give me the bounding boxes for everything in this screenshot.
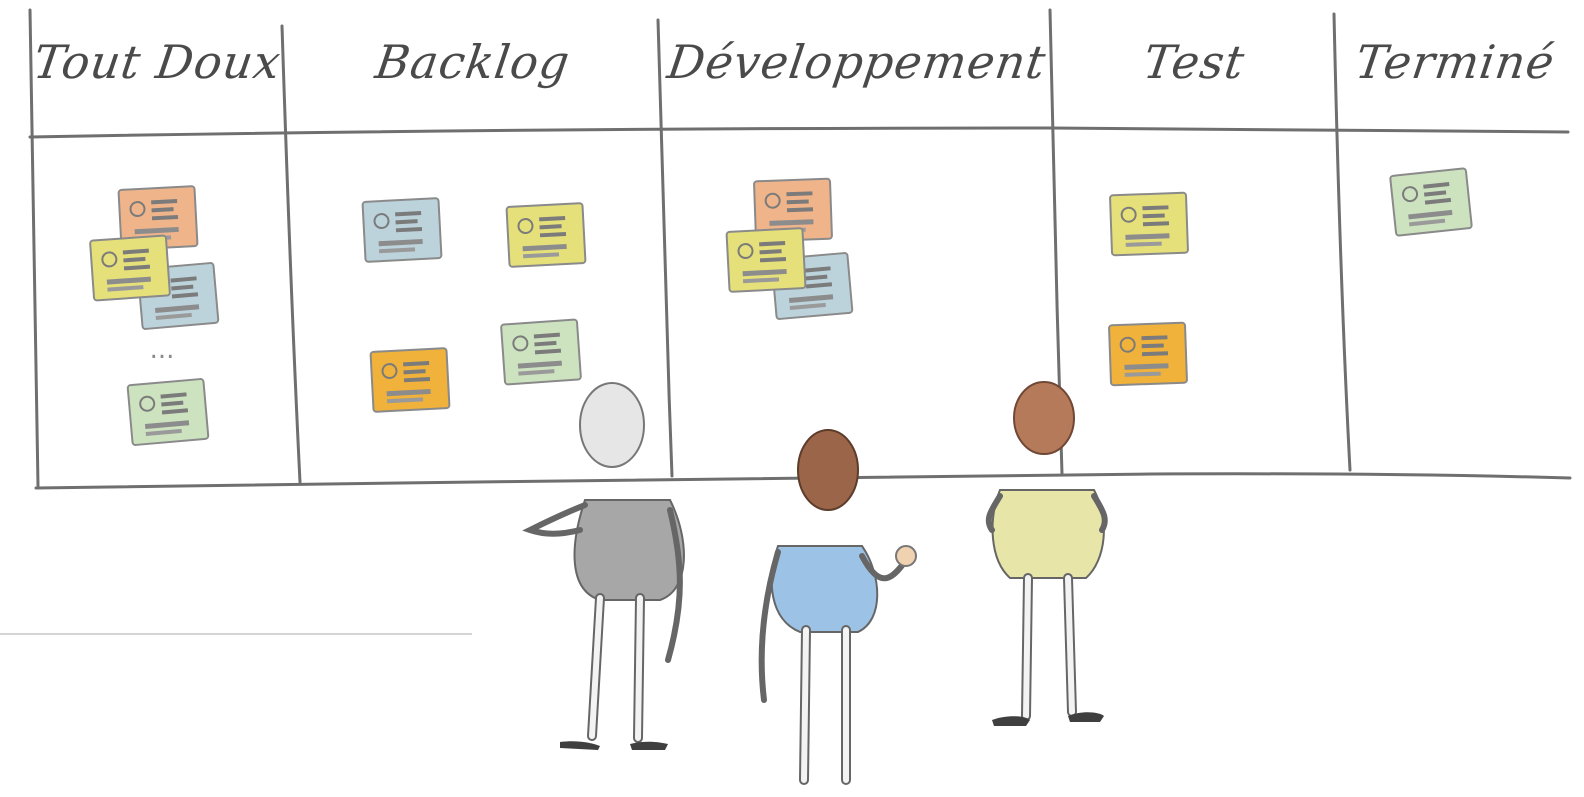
person-grey — [522, 382, 685, 750]
column-title-backlog: Backlog — [288, 22, 658, 102]
card[interactable] — [1108, 191, 1190, 257]
column-title-developpement: Développement — [664, 22, 1050, 102]
board-header-line — [28, 126, 1570, 139]
card[interactable] — [505, 202, 587, 268]
divider-2 — [656, 18, 674, 478]
card[interactable] — [361, 197, 443, 263]
column-title-tout-doux: Tout Doux — [29, 22, 285, 102]
divider-1 — [280, 24, 302, 484]
card[interactable] — [126, 377, 210, 447]
card[interactable] — [1107, 321, 1189, 387]
column-title-termine: Terminé — [1338, 22, 1572, 102]
card[interactable] — [499, 318, 583, 386]
column-title-text: Développement — [664, 35, 1050, 89]
board-frame — [28, 8, 1572, 490]
board-left-line — [28, 8, 40, 488]
ellipsis-text: ... — [150, 335, 175, 365]
column-title-text: Terminé — [1351, 35, 1559, 89]
card[interactable] — [369, 347, 451, 413]
board-bottom-line — [34, 472, 1572, 490]
divider-4 — [1332, 12, 1352, 472]
column-title-text: Test — [1139, 35, 1249, 89]
column-title-test: Test — [1054, 22, 1334, 102]
card[interactable] — [1389, 167, 1473, 237]
card[interactable] — [88, 234, 172, 302]
card[interactable] — [725, 227, 807, 293]
column-title-text: Tout Doux — [29, 35, 285, 89]
person-blue — [758, 429, 917, 785]
column-title-text: Backlog — [372, 35, 574, 89]
person-yellow — [985, 381, 1108, 726]
